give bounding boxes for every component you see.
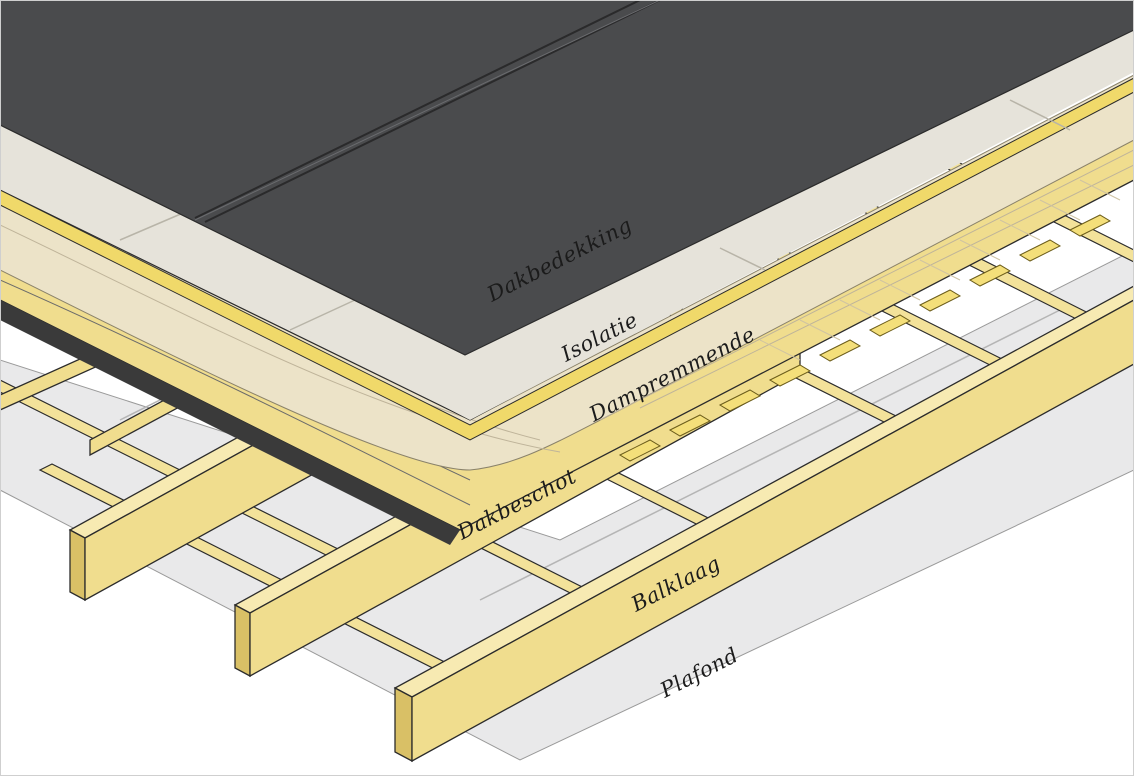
insulation-edge-strip [0, 77, 1134, 441]
joist-balklaag [393, 285, 1134, 763]
vapor-hatch [759, 179, 1121, 361]
vapor-membrane [0, 74, 1134, 471]
insulation-seams [119, 99, 1071, 331]
roof-membrane [0, 0, 1134, 356]
roof-deck-edge [0, 300, 460, 545]
roof-membrane-layer [0, 0, 1134, 356]
deck-slats [618, 214, 1112, 462]
membrane-seams [194, 0, 661, 223]
